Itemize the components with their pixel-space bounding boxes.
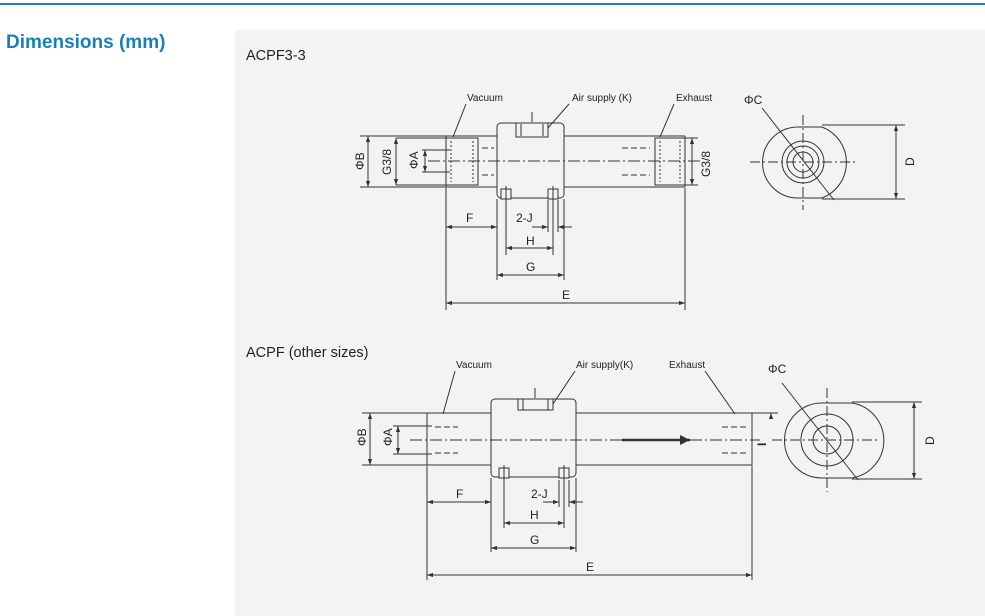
label-j-2: 2-J: [531, 487, 548, 501]
side-view-acpf3-3: [750, 107, 905, 210]
drawing-acpf-other: [362, 370, 778, 580]
label-f-2: F: [456, 487, 463, 501]
label-d-2: D: [923, 436, 937, 445]
label-e-2: E: [586, 560, 594, 574]
label-exhaust-1: Exhaust: [676, 93, 712, 104]
label-phi-a-2: ΦA: [381, 428, 395, 446]
drawing-acpf3-3: [360, 103, 700, 310]
label-air-supply-2: Air supply(K): [576, 360, 633, 371]
label-g38-right: G3/8: [699, 151, 713, 177]
top-rule: [0, 3, 985, 5]
label-h-1: H: [526, 234, 535, 248]
label-g-1: G: [526, 260, 535, 274]
side-view-acpf-other: [772, 382, 922, 492]
label-phi-a-1: ΦA: [407, 151, 421, 169]
label-phi-b-1: ΦB: [353, 152, 367, 170]
label-air-supply-1: Air supply (K): [572, 93, 632, 104]
drawing-title-acpf3-3: ACPF3-3: [246, 48, 306, 64]
section-heading: Dimensions (mm): [6, 32, 166, 53]
label-phi-c-1: ΦC: [744, 93, 763, 107]
label-phi-b-2: ΦB: [355, 428, 369, 446]
label-exhaust-2: Exhaust: [669, 360, 705, 371]
label-f-1: F: [466, 211, 473, 225]
drawing-panel: [235, 30, 985, 616]
label-j-1: 2-J: [516, 211, 533, 225]
label-h-2: H: [530, 508, 539, 522]
label-vacuum-1: Vacuum: [467, 93, 503, 104]
label-phi-c-2: ΦC: [768, 362, 787, 376]
label-e-1: E: [562, 288, 570, 302]
label-i-2: I: [755, 443, 769, 446]
label-g38-left: G3/8: [380, 149, 394, 175]
label-g-2: G: [530, 533, 539, 547]
drawing-title-acpf-other: ACPF (other sizes): [246, 345, 369, 361]
label-vacuum-2: Vacuum: [456, 360, 492, 371]
label-d-1: D: [903, 157, 917, 166]
